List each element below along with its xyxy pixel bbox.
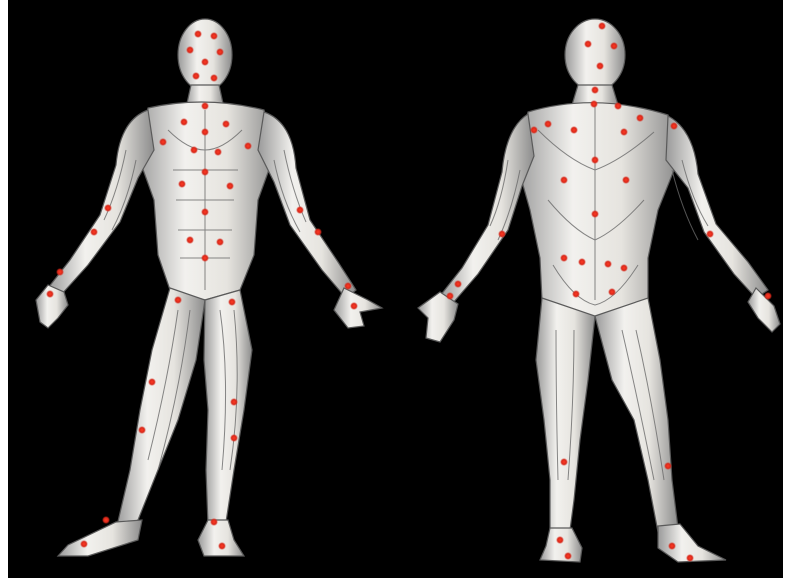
front-arm-right	[258, 112, 356, 298]
front-hand-right	[334, 288, 382, 328]
front-arm-left	[48, 110, 154, 296]
back-hand-right	[748, 288, 780, 332]
back-figure	[418, 19, 780, 562]
back-hand-left	[418, 292, 458, 342]
front-leg-right	[204, 290, 252, 525]
back-foot-left	[540, 528, 582, 562]
front-foot-left	[58, 520, 142, 556]
front-head	[178, 19, 232, 91]
black-background-panel	[8, 0, 783, 578]
back-leg-left	[536, 298, 595, 532]
back-torso	[516, 103, 678, 318]
back-arm-left	[440, 114, 534, 304]
front-figure	[36, 19, 382, 556]
front-leg-left	[116, 288, 205, 530]
back-arm-right	[666, 116, 768, 298]
anatomy-illustration	[8, 0, 783, 578]
back-head	[565, 19, 625, 91]
front-foot-right	[198, 520, 244, 556]
